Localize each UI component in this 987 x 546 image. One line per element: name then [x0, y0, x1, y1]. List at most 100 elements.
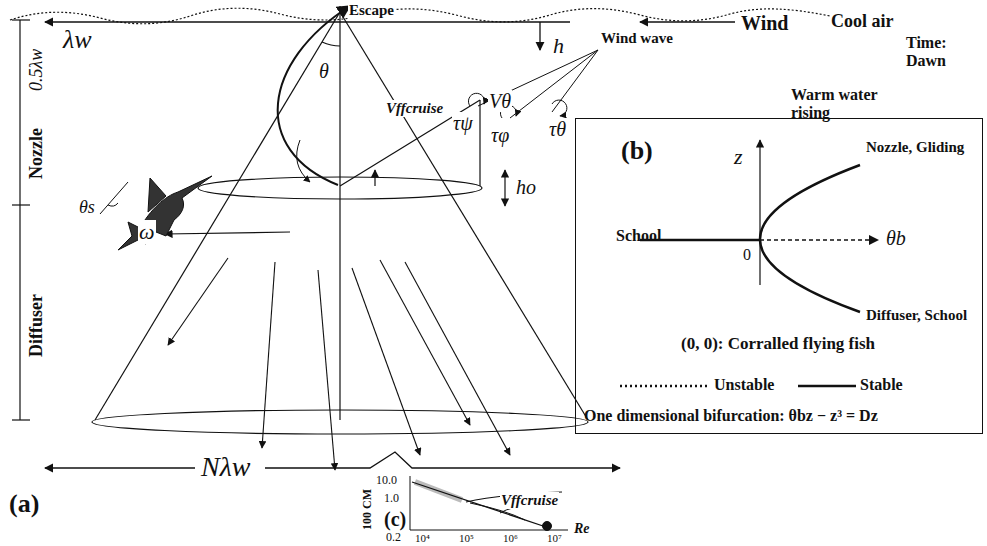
velocity-vectors [340, 100, 505, 206]
legend-item: Stable [796, 376, 903, 394]
nozzle-diffuser-cone [198, 177, 482, 199]
outflow-arrows [352, 268, 420, 455]
legend-sample [618, 376, 714, 394]
wind-arrow [640, 21, 735, 22]
legend-line [620, 385, 710, 388]
outflow-arrows [318, 270, 335, 470]
depth-bracket [12, 204, 30, 205]
wind-label: Wind [740, 12, 789, 34]
velocity-label: Vθ [488, 90, 512, 112]
air-label: Cool air [830, 12, 895, 32]
velocity-label: Vffcruise [500, 492, 559, 509]
region-label: Diffuser [27, 293, 47, 358]
velocity-vectors [479, 100, 480, 186]
escape-trajectory [297, 140, 310, 182]
wind-arrow [640, 21, 735, 22]
bifurcation-plot [760, 165, 860, 312]
wavelength-arrow [539, 22, 540, 50]
panel-label: (a) [8, 490, 40, 519]
marlin [148, 178, 166, 212]
marlin [100, 176, 212, 250]
axis-label: Re [573, 521, 591, 536]
torque-symbols [552, 50, 598, 112]
bifurcation-plot [759, 140, 760, 285]
axis-tick: 10⁶ [502, 532, 519, 544]
panel-text: One dimensional bifurcation: θbz − z³ = … [584, 407, 878, 425]
velocity-vectors [504, 188, 505, 206]
rotation-arrow [165, 232, 290, 234]
axis-tick: 10⁴ [414, 532, 431, 544]
depth-label: h [552, 34, 565, 58]
angle-label: θs [78, 198, 96, 218]
velocity-label: Vffcruise [385, 100, 444, 117]
panel-text: 0 [743, 246, 751, 264]
escape-trajectory [278, 6, 350, 185]
wavelength-label: λw [62, 26, 93, 55]
marlin [118, 176, 212, 250]
torque-symbols [510, 50, 598, 118]
torque-symbols [468, 50, 598, 118]
angle-label: θ [318, 60, 330, 82]
axis-tick: 10.0 [375, 474, 398, 487]
panel-text: (b) [621, 137, 653, 166]
sea-surface [10, 8, 830, 24]
nozzle-diffuser-cone [92, 410, 588, 434]
panel-text: z [734, 145, 743, 169]
axis-tick: 10⁷ [546, 532, 563, 544]
depth-bracket [12, 19, 30, 20]
span-arrow [45, 452, 620, 468]
moment-coefficient-plot [543, 522, 552, 531]
escape-trajectory [278, 6, 350, 185]
sea-surface [10, 8, 830, 24]
legend-text: Stable [860, 376, 903, 394]
time-label: Time: Dawn [905, 34, 963, 69]
wavelength-arrow [45, 22, 570, 50]
legend-item: Unstable [618, 376, 774, 394]
torque-label: τψ [452, 112, 474, 134]
span-arrow [45, 467, 195, 468]
torque-symbols [552, 100, 567, 116]
region-label: Nozzle [27, 127, 47, 180]
nozzle-diffuser-cone [92, 6, 588, 434]
depth-bracket [19, 20, 20, 420]
depth-bracket [12, 419, 30, 420]
velocity-vectors [504, 170, 505, 188]
legend-line [798, 385, 856, 388]
marlin [108, 203, 118, 206]
bifurcation-plot [640, 140, 878, 312]
wind-wave-label: Wind wave [600, 30, 674, 47]
escape-label: Escape [348, 2, 395, 19]
outflow-arrows [262, 262, 275, 448]
wavelength-arrow [45, 21, 340, 22]
torque-label: τθ [548, 118, 567, 140]
panel-text: θb [886, 227, 906, 249]
velocity-vectors [374, 170, 375, 186]
legend-text: Unstable [714, 376, 774, 394]
nozzle-diffuser-cone [339, 6, 340, 420]
water-label: Warm water rising [790, 86, 892, 121]
nozzle-diffuser-cone [340, 12, 588, 420]
bifurcation-plot [760, 239, 878, 241]
depth-label: 0.5λw [27, 48, 47, 92]
panel-label: (c) [383, 508, 407, 530]
outflow-arrows [168, 258, 510, 470]
wavelength-arrow [340, 21, 570, 22]
nozzle-diffuser-cone [95, 12, 340, 420]
axis-tick: 0.2 [385, 531, 402, 544]
torque-symbols [468, 93, 484, 106]
moment-coefficient-plot [410, 476, 411, 530]
nozzle-diffuser-cone [322, 42, 340, 46]
panel-text: (0, 0): Corralled flying fish [681, 335, 875, 354]
axis-tick: 1.0 [383, 492, 400, 505]
span-label: Nλw [200, 452, 251, 483]
torque-label: τφ [490, 124, 510, 146]
panel-text: Diffuser, School [866, 307, 967, 324]
rotation-arrow [165, 232, 290, 234]
legend-sample [796, 376, 860, 394]
moment-coefficient-plot [410, 476, 568, 531]
rotation-label: ω [138, 220, 156, 244]
outflow-arrows [168, 258, 228, 345]
axis-label: 100 CM [361, 488, 374, 531]
